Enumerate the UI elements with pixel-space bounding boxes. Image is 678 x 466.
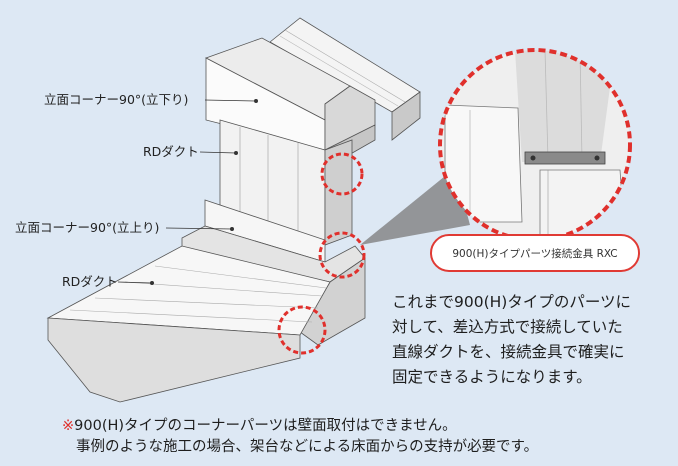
description: これまで900(H)タイプのパーツに 対して、差込方式で接続していた 直線ダクト… xyxy=(392,290,672,390)
upper-duct xyxy=(269,17,421,141)
connector-highlight-bottom xyxy=(277,305,327,355)
label-rd-duct-upper: RDダクト xyxy=(143,144,199,159)
label-corner-down: 立面コーナー90°(立下り) xyxy=(44,92,189,107)
zoom-detail xyxy=(438,48,632,242)
description-line: 対して、差込方式で接続していた xyxy=(392,318,623,336)
note-line-2: 事例のような施工の場合、架台などによる床面からの支持が必要です。 xyxy=(76,439,539,455)
connector-highlight-top xyxy=(320,152,364,196)
note-line-1: 900(H)タイプのコーナーパーツは壁面取付はできません。 xyxy=(74,418,457,434)
callout-connector-fitting: 900(H)タイプパーツ接続金具 RXC xyxy=(430,234,640,272)
connector-highlight-middle xyxy=(318,231,366,279)
label-rd-duct-lower: RDダクト xyxy=(62,274,118,289)
label-corner-up: 立面コーナー90°(立上り) xyxy=(15,220,160,235)
vertical-corner-up xyxy=(181,199,366,346)
description-line: 直線ダクトを、接続金具で確実に xyxy=(392,343,625,361)
description-line: 固定できるようになります。 xyxy=(392,368,592,386)
description-line: これまで900(H)タイプのパーツに xyxy=(392,293,632,311)
lower-rd-duct xyxy=(46,245,331,403)
note-mark: ※ xyxy=(62,418,75,434)
note: ※900(H)タイプのコーナーパーツは壁面取付はできません。 事例のような施工の… xyxy=(62,416,539,458)
